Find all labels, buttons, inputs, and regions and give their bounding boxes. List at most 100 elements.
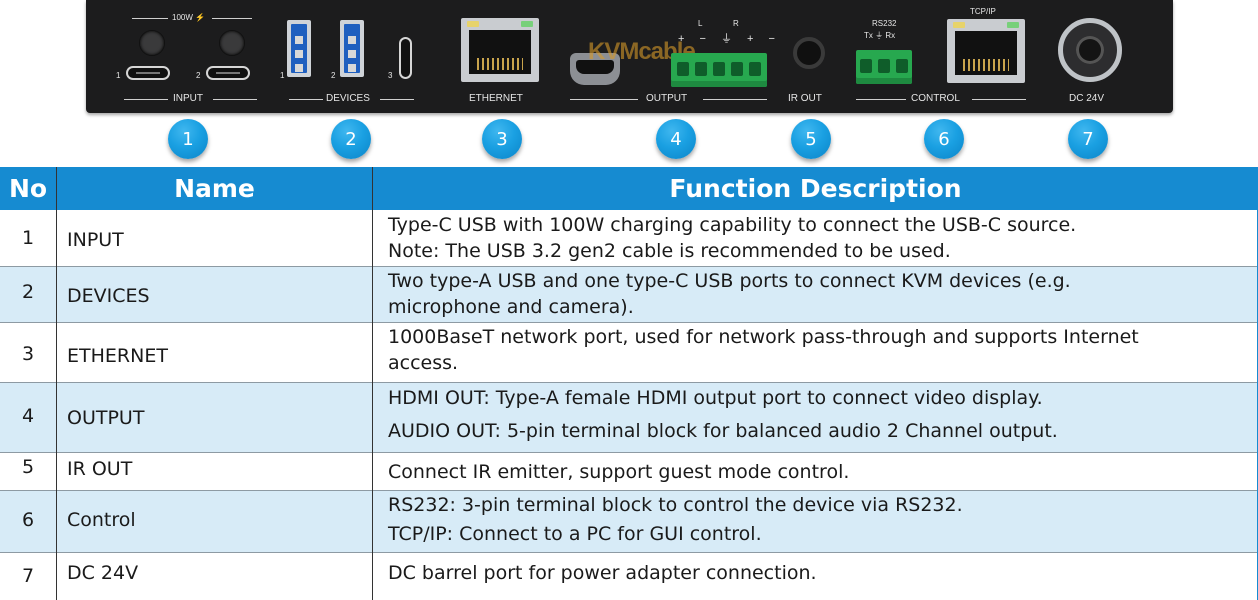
tcpip-control-port xyxy=(947,19,1025,83)
devices-port-number-3: 3 xyxy=(388,71,393,80)
devices-group-label: DEVICES xyxy=(326,93,370,104)
rs232-label: RS232 xyxy=(872,19,897,28)
audio-pin-labels: + − ⏚ + − xyxy=(678,33,781,45)
row-description-line: Two type-A USB and one type-C USB ports … xyxy=(388,270,1071,292)
row-name: DC 24V xyxy=(67,562,139,584)
tcpip-led-yellow xyxy=(953,22,965,28)
dc-label: DC 24V xyxy=(1069,93,1105,104)
ir-out-label: IR OUT xyxy=(788,93,822,104)
row-divider xyxy=(0,452,1258,453)
table-row: 7 DC 24V DC barrel port for power adapte… xyxy=(0,552,1258,600)
table-row: 2 DEVICES Two type-A USB and one type-C … xyxy=(0,266,1258,322)
row-name: DEVICES xyxy=(67,285,150,307)
input-group-label: INPUT xyxy=(173,93,203,104)
column-divider-name xyxy=(372,167,373,600)
row-divider xyxy=(0,552,1258,553)
row-description-line: Type-C USB with 100W charging capability… xyxy=(388,214,1077,236)
input-port-number-1: 1 xyxy=(116,71,121,80)
row-description-line: RS232: 3-pin terminal block to control t… xyxy=(388,494,963,516)
device-rear-panel: 100W ⚡ 1 2 INPUT 1 2 3 DEVICES ETHERNET … xyxy=(86,0,1173,113)
devices-port-number-2: 2 xyxy=(331,71,336,80)
header-name: Name xyxy=(174,174,255,203)
row-name: IR OUT xyxy=(67,458,133,480)
input-button-2 xyxy=(219,30,245,56)
row-description-line: 1000BaseT network port, used for network… xyxy=(388,326,1139,348)
devices-line-left xyxy=(289,99,323,100)
input-line-right xyxy=(213,99,257,100)
hdmi-output-port xyxy=(570,53,620,85)
ir-out-jack xyxy=(793,37,825,69)
ethernet-label: ETHERNET xyxy=(469,93,523,104)
row-name: Control xyxy=(67,509,136,531)
header-description: Function Description xyxy=(669,174,962,203)
row-name: INPUT xyxy=(67,229,124,251)
audio-terminal-block xyxy=(671,53,767,87)
output-line-left xyxy=(570,99,638,100)
table-row: 4 OUTPUT HDMI OUT: Type-A female HDMI ou… xyxy=(0,382,1258,452)
input-port-number-2: 2 xyxy=(196,71,201,80)
row-name: OUTPUT xyxy=(67,407,145,429)
tcpip-label: TCP/IP xyxy=(970,7,996,16)
row-divider xyxy=(0,382,1258,383)
callout-4: 4 xyxy=(656,119,696,159)
devices-port-number-1: 1 xyxy=(280,71,285,80)
row-description-line: HDMI OUT: Type-A female HDMI output port… xyxy=(388,387,1043,409)
row-name: ETHERNET xyxy=(67,345,168,367)
row-divider xyxy=(0,322,1258,323)
row-description-line: TCP/IP: Connect to a PC for GUI control. xyxy=(388,523,762,545)
row-description-line: AUDIO OUT: 5-pin terminal block for bala… xyxy=(388,420,1058,442)
input-button-1 xyxy=(139,30,165,56)
output-group-label: OUTPUT xyxy=(646,93,688,104)
input-line-left xyxy=(124,99,168,100)
devices-line-right xyxy=(380,99,414,100)
usb-c-input-port-1 xyxy=(126,66,170,80)
row-no: 6 xyxy=(21,509,35,531)
usb-a-device-port-1 xyxy=(287,20,311,77)
control-line-right xyxy=(972,99,1026,100)
callout-5: 5 xyxy=(791,119,831,159)
dc-power-jack xyxy=(1058,18,1122,82)
audio-label-right: R xyxy=(733,19,739,28)
usb-c-device-port-3 xyxy=(399,37,412,79)
usb-a-device-port-2 xyxy=(340,20,364,77)
header-no: No xyxy=(8,174,48,203)
row-description-line: DC barrel port for power adapter connect… xyxy=(388,562,817,584)
row-description-line: microphone and camera). xyxy=(388,296,634,318)
callout-2: 2 xyxy=(331,119,371,159)
power-line-right xyxy=(212,18,252,19)
row-divider xyxy=(0,266,1258,267)
table-row: 5 IR OUT Connect IR emitter, support gue… xyxy=(0,452,1258,490)
ethernet-led-yellow xyxy=(467,21,479,27)
callout-3: 3 xyxy=(482,119,522,159)
row-description-line: Note: The USB 3.2 gen2 cable is recommen… xyxy=(388,240,951,262)
row-description-line: access. xyxy=(388,352,459,374)
row-no: 3 xyxy=(21,343,35,365)
table-row: 6 Control RS232: 3-pin terminal block to… xyxy=(0,490,1258,552)
column-divider-no xyxy=(56,167,57,600)
ethernet-port xyxy=(461,18,539,82)
row-no: 1 xyxy=(21,227,35,249)
tcpip-led-green xyxy=(1007,22,1019,28)
callout-7: 7 xyxy=(1068,119,1108,159)
row-no: 4 xyxy=(21,405,35,427)
row-no: 7 xyxy=(21,565,35,587)
rs232-pin-labels: Tx ⏚ Rx xyxy=(864,31,896,40)
row-divider xyxy=(0,490,1258,491)
power-label: 100W ⚡ xyxy=(172,13,206,22)
function-table: No Name Function Description 1 INPUT Typ… xyxy=(0,167,1258,600)
output-line-right xyxy=(703,99,767,100)
row-no: 2 xyxy=(21,281,35,303)
rs232-terminal-block xyxy=(856,50,912,84)
usb-c-input-port-2 xyxy=(206,66,250,80)
row-description-line: Connect IR emitter, support guest mode c… xyxy=(388,461,850,483)
ethernet-led-green xyxy=(521,21,533,27)
callout-6: 6 xyxy=(924,119,964,159)
table-row: 3 ETHERNET 1000BaseT network port, used … xyxy=(0,322,1258,382)
table-header: No Name Function Description xyxy=(0,167,1258,210)
power-line-left xyxy=(132,18,168,19)
audio-label-left: L xyxy=(698,19,703,28)
row-no: 5 xyxy=(21,456,35,478)
callout-1: 1 xyxy=(168,119,208,159)
table-row: 1 INPUT Type-C USB with 100W charging ca… xyxy=(0,210,1258,266)
control-line-left xyxy=(856,99,906,100)
